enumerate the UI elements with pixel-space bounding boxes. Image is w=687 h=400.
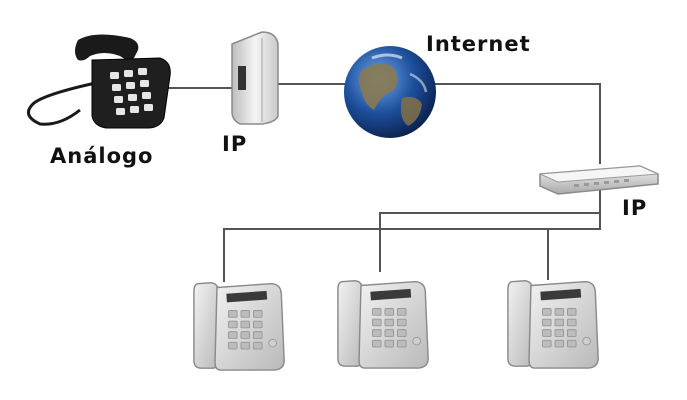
edge-router-to-phone-1 xyxy=(223,213,601,282)
ip-phone-2 xyxy=(337,279,429,369)
ip-phone-3 xyxy=(507,279,599,369)
ip-phone-icon xyxy=(337,279,429,369)
connection-lines xyxy=(150,83,601,282)
ip-phone-1 xyxy=(193,281,285,371)
edge-router-to-phone-3 xyxy=(547,228,600,280)
ip-phone-icon xyxy=(193,281,285,371)
edge-router-trunk xyxy=(379,190,601,272)
edge-internet-to-router xyxy=(432,83,601,164)
label-internet: Internet xyxy=(426,32,531,56)
router-icon xyxy=(539,165,659,195)
label-ip-adapter: IP xyxy=(222,132,248,156)
analog-telephone-icon xyxy=(26,34,171,129)
ip-adapter-icon xyxy=(231,31,279,125)
label-analog-phone: Análogo xyxy=(50,144,154,168)
ip-phone-icon xyxy=(507,279,599,369)
label-ip-router: IP xyxy=(622,196,648,220)
globe-icon xyxy=(344,46,436,138)
